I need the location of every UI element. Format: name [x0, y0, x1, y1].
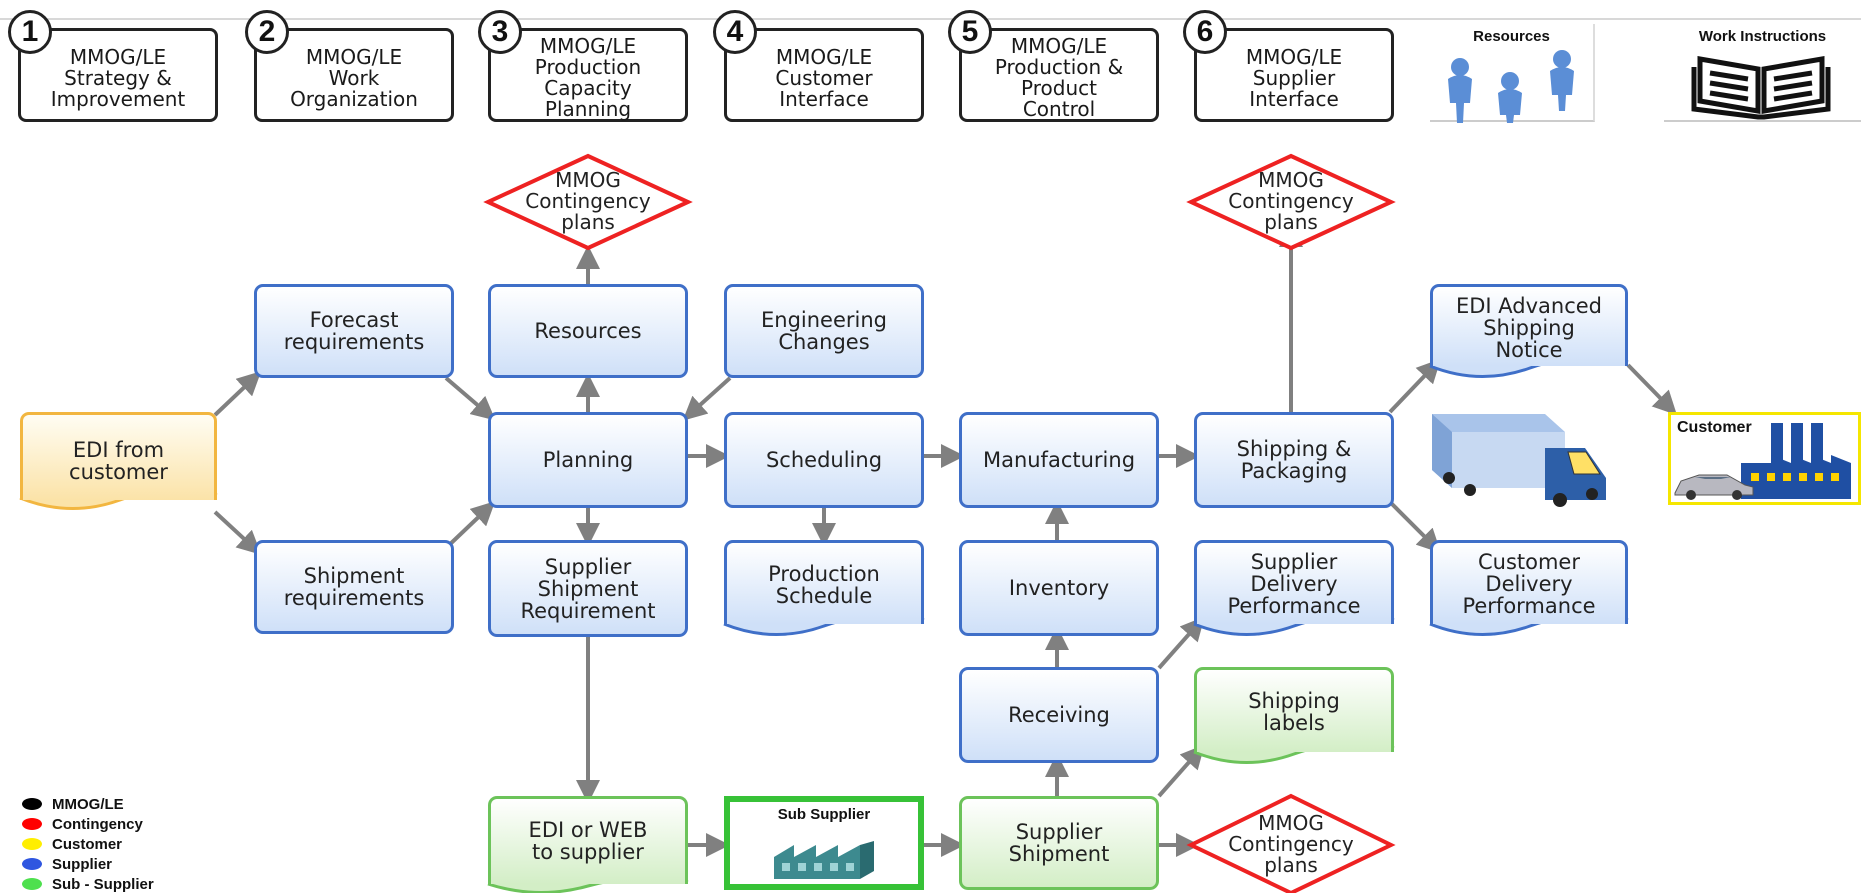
module-number-6: 6 — [1183, 10, 1227, 54]
edi-advanced-shipping-notice: EDI Advanced Shipping Notice — [1430, 284, 1628, 366]
arrow-edi-to-forecast — [213, 371, 262, 417]
arrow-shipping-to-asn — [1388, 358, 1441, 414]
truck-icon — [1432, 414, 1606, 507]
car-icon — [1674, 474, 1754, 500]
legend-item-sub-supplier: Sub - Supplier — [22, 874, 154, 894]
legend-swatch-contingency — [22, 818, 42, 830]
customer-box: Customer — [1668, 412, 1861, 505]
contingency-label-3: MMOG Contingency plans — [1228, 810, 1354, 877]
module-box-6: MMOG/LE Supplier Interface — [1194, 28, 1394, 122]
contingency-diamond-1 — [483, 153, 693, 251]
receiving-node: Receiving — [959, 667, 1159, 763]
arrow-shipment-to-planning — [444, 501, 496, 550]
module-number-5: 5 — [948, 10, 992, 54]
supplier-shipment-requirement: Supplier Shipment Requirement — [488, 540, 688, 637]
sub-supplier-label: Sub Supplier — [777, 806, 871, 823]
module-box-2: MMOG/LE Work Organization — [254, 28, 454, 122]
module-text-3: MMOG/LE Production Capacity Planning — [534, 34, 642, 121]
legend-item-supplier: Supplier — [22, 854, 154, 874]
legend-label-contingency: Contingency — [52, 815, 143, 833]
module-number-4: 4 — [713, 10, 757, 54]
work-instructions-badge-title: Work Instructions — [1698, 28, 1827, 45]
supplier-shipment: Supplier Shipment — [959, 796, 1159, 890]
supplier-delivery-performance: Supplier Delivery Performance — [1194, 540, 1394, 624]
engineering-changes: Engineering Changes — [724, 284, 924, 378]
shipping-packaging: Shipping & Packaging — [1194, 412, 1394, 508]
arrow-supplier-shipment-to-labels — [1157, 744, 1205, 798]
arrow-asn-to-customer — [1626, 363, 1677, 416]
work-instructions-badge: Work Instructions — [1664, 24, 1861, 122]
arrow-shipping-to-customer-delivery — [1388, 500, 1442, 554]
contingency-label-2: MMOG Contingency plans — [1228, 167, 1354, 234]
planning-node: Planning — [488, 412, 688, 508]
factory-icon — [774, 841, 874, 879]
inventory-node: Inventory — [959, 540, 1159, 636]
module-text-6: MMOG/LE Supplier Interface — [1245, 44, 1343, 111]
customer-label: Customer — [1677, 419, 1752, 436]
sub-supplier-box: Sub Supplier — [724, 796, 924, 890]
legend-label-supplier: Supplier — [52, 855, 113, 873]
module-number-2: 2 — [245, 10, 289, 54]
production-schedule: Production Schedule — [724, 540, 924, 624]
legend-label-customer: Customer — [52, 835, 123, 853]
resources-node: Resources — [488, 284, 688, 378]
module-box-4: MMOG/LE Customer Interface — [724, 28, 924, 122]
legend-item-mmog: MMOG/LE — [22, 794, 154, 814]
module-number-3: 3 — [478, 10, 522, 54]
legend-swatch-supplier — [22, 858, 42, 870]
arrow-receiving-to-supplier-delivery — [1157, 616, 1205, 670]
module-text-4: MMOG/LE Customer Interface — [775, 44, 873, 111]
customer-factory-icon — [1674, 423, 1851, 500]
scheduling-node: Scheduling — [724, 412, 924, 508]
legend-item-contingency: Contingency — [22, 814, 154, 834]
contingency-label-1: MMOG Contingency plans — [525, 167, 651, 234]
arrow-edi-to-shipment — [213, 510, 262, 555]
module-box-3: MMOG/LE Production Capacity Planning — [488, 28, 688, 122]
people-icon — [1448, 50, 1574, 123]
shipping-labels: Shipping labels — [1194, 667, 1394, 752]
legend: MMOG/LE Contingency Customer Supplier Su… — [22, 794, 154, 894]
arrow-forecast-to-planning — [444, 376, 496, 421]
manufacturing-node: Manufacturing — [959, 412, 1159, 508]
legend-swatch-mmog — [22, 798, 42, 810]
arrow-engineering-to-planning — [682, 376, 732, 421]
contingency-diamond-2 — [1186, 153, 1396, 251]
legend-swatch-customer — [22, 838, 42, 850]
customer-delivery-performance: Customer Delivery Performance — [1430, 540, 1628, 624]
contingency-diamond-3 — [1186, 793, 1396, 893]
resources-badge: Resources — [1430, 24, 1595, 123]
forecast-requirements: Forecast requirements — [254, 284, 454, 378]
module-text-5: MMOG/LE Production & Product Control — [994, 34, 1124, 121]
legend-label-sub-supplier: Sub - Supplier — [52, 875, 154, 893]
legend-swatch-sub-supplier — [22, 878, 42, 890]
edi-or-web-to-supplier: EDI or WEB to supplier — [488, 796, 688, 884]
module-text-1: MMOG/LE Strategy & Improvement — [50, 44, 186, 111]
shipment-requirements: Shipment requirements — [254, 540, 454, 634]
resources-badge-title: Resources — [1473, 28, 1550, 45]
edi-from-customer: EDI from customer — [20, 412, 217, 500]
open-book-icon — [1691, 56, 1831, 120]
legend-label-mmog: MMOG/LE — [52, 795, 124, 813]
module-box-5: MMOG/LE Production & Product Control — [959, 28, 1159, 122]
legend-item-customer: Customer — [22, 834, 154, 854]
module-text-2: MMOG/LE Work Organization — [290, 44, 418, 111]
module-box-1: MMOG/LE Strategy & Improvement — [18, 28, 218, 122]
module-number-1: 1 — [8, 10, 52, 54]
header-divider — [0, 18, 1861, 20]
